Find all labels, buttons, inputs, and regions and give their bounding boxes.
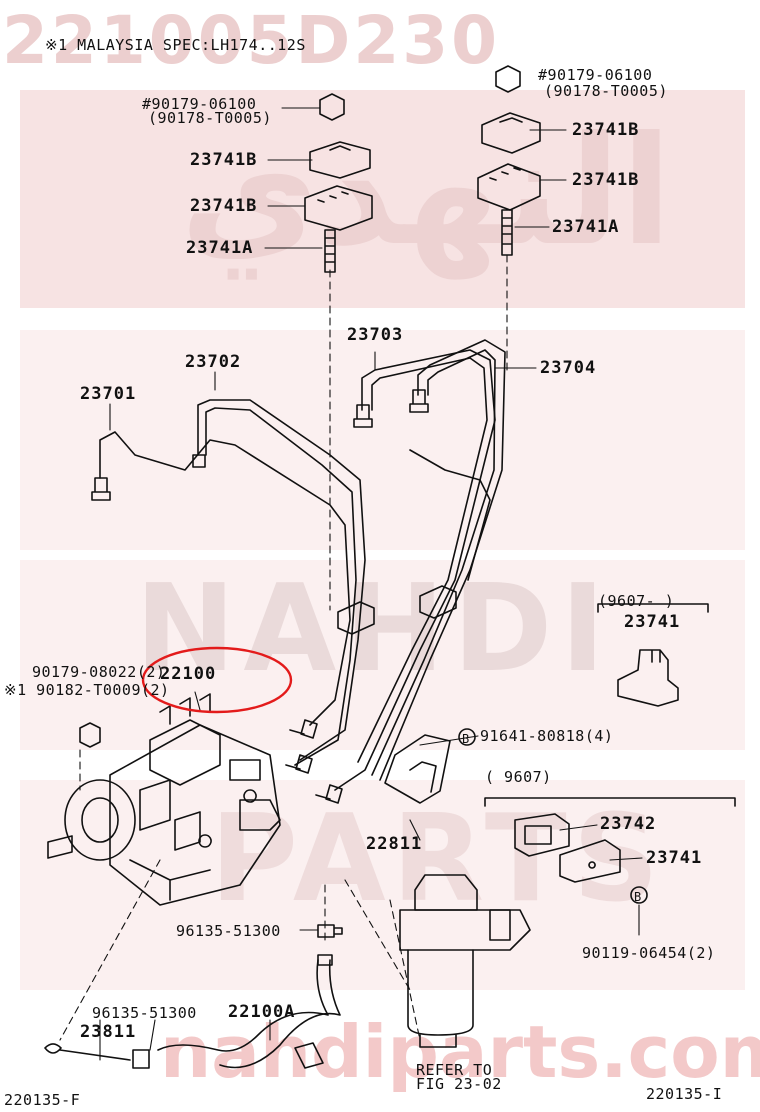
- label-pipe-23703: 23703: [347, 325, 404, 345]
- fitting-23704: [409, 389, 429, 413]
- injection-pump-shape: [47, 693, 281, 906]
- label-bracket-22811: 22811: [366, 834, 423, 854]
- stud-right: [501, 209, 513, 256]
- label-bracket-23742: 23742: [600, 814, 657, 834]
- hose-22100a-shape: [157, 959, 329, 1052]
- label-nut-90182-t0009: ※1 90182-T0009(2): [4, 681, 170, 699]
- label-nut-right-b: (90178-T0005): [544, 82, 668, 100]
- bracket-22811-shape: [384, 734, 451, 804]
- label-clamp-23741b-right-2: 23741B: [572, 170, 640, 190]
- label-clamp-23741-lower: 23741: [646, 848, 703, 868]
- clip-96135-low-shape: [132, 1049, 150, 1069]
- label-hose-22100a: 22100A: [228, 1002, 296, 1022]
- watermark-band-middle: [20, 330, 745, 550]
- watermark-site: nahdiparts.com: [160, 1010, 760, 1094]
- label-pipe-23702: 23702: [185, 352, 242, 372]
- leader-lines: [99, 107, 643, 1061]
- hose-23811-shape: [44, 1043, 131, 1061]
- watermark-parts: PARTS: [210, 790, 666, 929]
- label-fig-code-right: 220135-I: [646, 1085, 723, 1103]
- pipe-23701: [99, 431, 351, 726]
- watermark-part-number: 221005D230: [2, 2, 501, 79]
- header-note: ※1 MALAYSIA SPEC:LH174..12S: [45, 36, 306, 54]
- circle-b-label-2: B: [634, 890, 642, 904]
- stud-left: [324, 229, 336, 273]
- clamp-b-right-lower: [477, 163, 541, 211]
- clamp-23741-lower-shape: [559, 839, 621, 883]
- pipe-clamp-left: [337, 601, 375, 635]
- label-clamp-23741b-left-2: 23741B: [190, 196, 258, 216]
- nut-left-shape: [319, 93, 345, 121]
- label-range-9607-top: (9607- ): [598, 592, 675, 610]
- range-bracket-bottom: [484, 797, 736, 807]
- fitting-23703: [353, 404, 373, 428]
- label-clip-96135-mid: 96135-51300: [176, 922, 281, 940]
- label-pump-22100: 22100: [160, 664, 217, 684]
- label-range-9607-bottom: ( 9607): [485, 768, 552, 786]
- label-bolt-91641: 91641-80818(4): [480, 727, 614, 745]
- label-nut-right-a: #90179-06100: [538, 66, 653, 84]
- fuel-filter-shape: [399, 874, 531, 1048]
- nut-right-shape: [495, 65, 521, 93]
- label-stud-23741a-right: 23741A: [552, 217, 620, 237]
- clip-96135-mid-shape: [317, 924, 343, 938]
- label-clamp-23741b-right-1: 23741B: [572, 120, 640, 140]
- watermark-band-bottom: [20, 780, 745, 990]
- circle-b-label-1: B: [462, 732, 470, 746]
- watermark-band-top: [20, 90, 745, 308]
- watermark-band-lower: [20, 560, 745, 750]
- clamp-b-left-lower: [304, 185, 373, 231]
- range-bracket-top: [597, 603, 709, 613]
- label-fig-code-left: 220135-F: [4, 1091, 81, 1109]
- watermark-brand: NAHDI: [135, 560, 613, 699]
- pipe-23703: [334, 349, 496, 791]
- clamp-23741-shape: [617, 649, 679, 707]
- label-nut-left-a: #90179-06100: [142, 95, 257, 113]
- label-pipe-23704: 23704: [540, 358, 597, 378]
- label-clip-96135-low: 96135-51300: [92, 1004, 197, 1022]
- clamp-b-right-upper: [481, 112, 541, 154]
- label-stud-23741a-left: 23741A: [186, 238, 254, 258]
- label-refer-to: REFER TO: [416, 1061, 493, 1079]
- label-bolt-90119: 90119-06454(2): [582, 944, 716, 962]
- highlight-ellipse: [141, 646, 293, 714]
- clamp-b-left-upper: [309, 141, 371, 179]
- label-clamp-23741b-left-1: 23741B: [190, 150, 258, 170]
- bracket-23742-shape: [514, 813, 570, 857]
- label-nut-left-b: (90178-T0005): [148, 109, 272, 127]
- watermark-arabic-brand: النهدي: [180, 105, 673, 279]
- pipe-23704: [379, 339, 506, 781]
- label-refer-fig: FIG 23-02: [416, 1075, 502, 1093]
- label-nut-90179-08022: 90179-08022(2): [32, 663, 166, 681]
- label-clamp-23741: 23741: [624, 612, 681, 632]
- label-hose-23811: 23811: [80, 1022, 137, 1042]
- pipe-clamp-right: [419, 585, 457, 619]
- fitting-23702: [192, 454, 206, 468]
- pipe-23702: [197, 399, 366, 761]
- fitting-23701: [91, 477, 111, 501]
- dashed-leaders: [59, 254, 508, 1041]
- label-pipe-23701: 23701: [80, 384, 137, 404]
